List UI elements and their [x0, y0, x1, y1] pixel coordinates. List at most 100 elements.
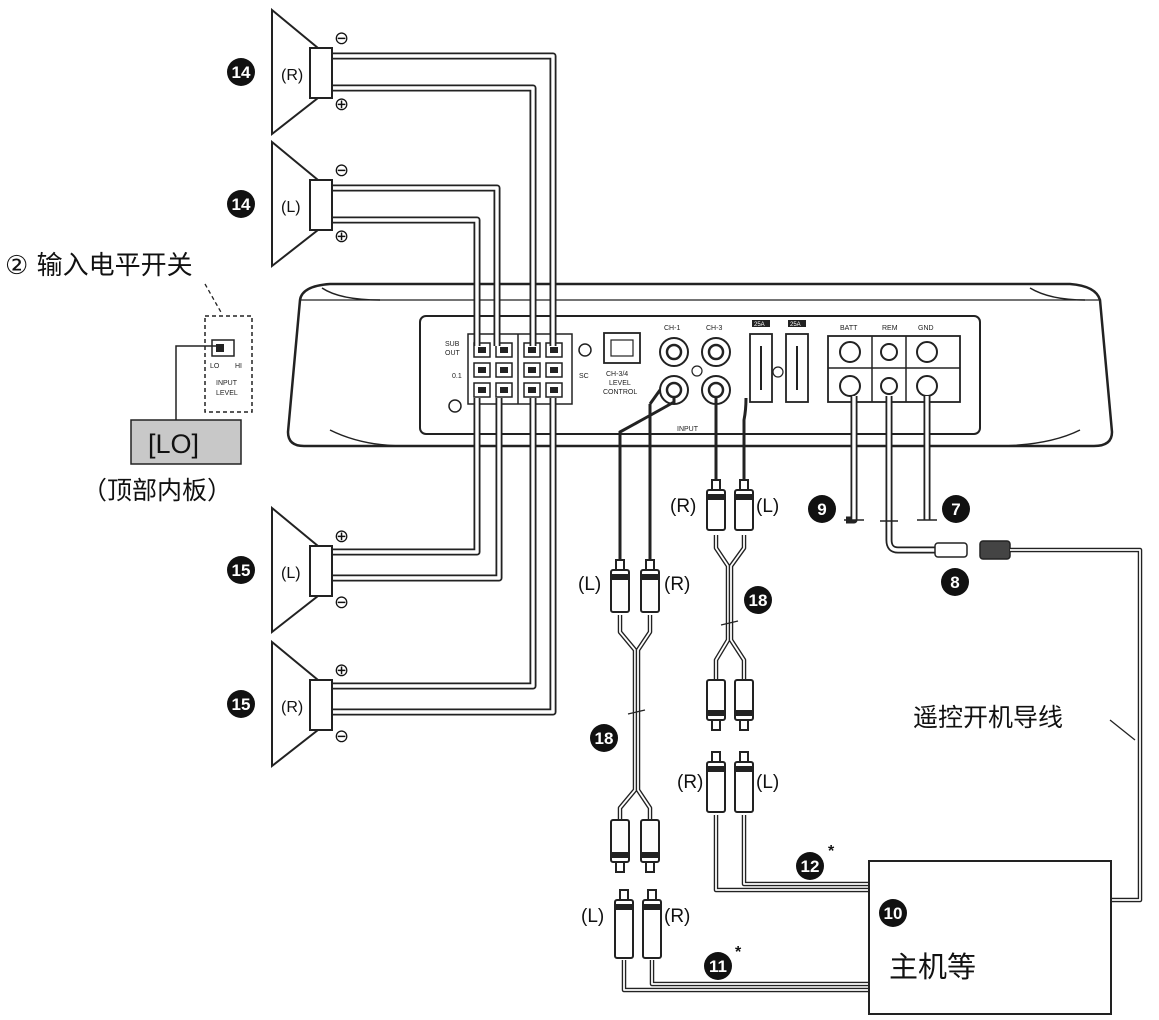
- rca-plug[interactable]: [734, 479, 754, 531]
- callout-n18a: 18: [744, 586, 772, 614]
- callout-n18b: 18: [590, 724, 618, 752]
- speaker-number: 14: [232, 63, 251, 82]
- svg-text:18: 18: [595, 729, 614, 748]
- speaker-2: (L)⊖⊕14: [227, 139, 349, 269]
- svg-text:(L): (L): [756, 772, 779, 793]
- fuse-1[interactable]: [749, 333, 773, 403]
- svg-text:18: 18: [749, 591, 768, 610]
- rca-plug[interactable]: [610, 819, 630, 873]
- svg-text:BATT: BATT: [840, 325, 858, 332]
- svg-text:(R): (R): [670, 496, 696, 517]
- top-inner-panel-label: （顶部内板）: [82, 476, 232, 505]
- rca-cables: [617, 389, 870, 993]
- rca-plug[interactable]: [734, 679, 754, 731]
- polarity-sign: ⊖: [334, 592, 349, 612]
- asterisk-mark: *: [735, 944, 742, 961]
- svg-text:HI: HI: [235, 363, 242, 370]
- svg-text:10: 10: [884, 904, 903, 923]
- svg-text:(L): (L): [756, 496, 779, 517]
- screw-slot: [500, 347, 508, 353]
- rca-plug[interactable]: [706, 751, 726, 813]
- rca-jack-ch3[interactable]: [701, 337, 731, 367]
- callout-n10: 10: [879, 899, 907, 927]
- input-level-switch-callout: ② 输入电平开关 LO HI INPUT LEVEL [LO] （顶部内板）: [5, 251, 253, 505]
- svg-text:(R): (R): [677, 772, 703, 793]
- batt-terminal[interactable]: [839, 341, 861, 397]
- ch34-level-control[interactable]: CH-3/4 LEVEL CONTROL: [603, 332, 641, 396]
- screw-slot: [478, 347, 486, 353]
- rca-plug[interactable]: [610, 559, 630, 613]
- screw-slot: [478, 387, 486, 393]
- speakers: (R)⊖⊕14(L)⊖⊕14(L)⊕⊖15(R)⊕⊖15: [227, 7, 349, 769]
- rca-input-jacks: CH-1 CH-3 INPUT: [659, 325, 731, 433]
- svg-text:CH-1: CH-1: [664, 325, 680, 332]
- speaker-number-badge: [227, 58, 255, 86]
- svg-text:LEVEL: LEVEL: [609, 380, 631, 387]
- svg-text:OUT: OUT: [445, 350, 461, 357]
- svg-text:11: 11: [709, 957, 727, 976]
- screw-slot: [550, 347, 558, 353]
- rca-plug[interactable]: [640, 819, 660, 873]
- remote-lead-label: 遥控开机导线: [913, 703, 1063, 732]
- polarity-sign: ⊕: [334, 226, 349, 246]
- rca-plug[interactable]: [706, 479, 726, 531]
- fuse-2[interactable]: [785, 333, 809, 403]
- rem-terminal[interactable]: [880, 343, 898, 395]
- svg-text:(L): (L): [578, 574, 601, 595]
- svg-text:INPUT: INPUT: [216, 380, 238, 387]
- screw-slot: [500, 367, 508, 373]
- input-switch-title: ② 输入电平开关: [5, 251, 193, 281]
- rca-jack-ch4[interactable]: [701, 375, 731, 405]
- svg-text:25A: 25A: [790, 322, 801, 328]
- svg-text:SC: SC: [579, 373, 589, 380]
- polarity-sign: ⊕: [334, 660, 349, 680]
- svg-text:CONTROL: CONTROL: [603, 389, 637, 396]
- speaker-number: 14: [232, 195, 251, 214]
- svg-text:9: 9: [817, 500, 826, 519]
- polarity-sign: ⊕: [334, 94, 349, 114]
- svg-text:8: 8: [950, 573, 959, 592]
- rca-plug[interactable]: [640, 559, 660, 613]
- power-terminals: BATT REM GND: [827, 325, 961, 403]
- speaker-side-label: (L): [281, 199, 301, 216]
- speaker-number: 15: [232, 561, 251, 580]
- input-level-switch[interactable]: [211, 339, 235, 357]
- number-callouts: 9 7 8 18 18 12 11 10 * *: [590, 495, 970, 980]
- callout-n8: 8: [941, 568, 969, 596]
- head-unit: 主机等: [868, 860, 1112, 1015]
- polarity-sign: ⊖: [334, 28, 349, 48]
- rca-jack-ch1[interactable]: [659, 337, 689, 367]
- svg-text:12: 12: [801, 857, 820, 876]
- sub-out-label: SUB: [445, 341, 460, 348]
- screw-slot: [478, 367, 486, 373]
- screw-slot: [528, 387, 536, 393]
- rca-jack-ch2[interactable]: [659, 375, 689, 405]
- screw-slot: [500, 387, 508, 393]
- rem-connector[interactable]: [934, 540, 1011, 560]
- callout-n9: 9: [808, 495, 836, 523]
- svg-text:LO: LO: [210, 363, 220, 370]
- polarity-sign: ⊖: [334, 726, 349, 746]
- rca-plug[interactable]: [614, 889, 634, 959]
- svg-text:CH-3: CH-3: [706, 325, 722, 332]
- speaker-3: (L)⊕⊖15: [227, 505, 349, 635]
- speaker-side-label: (R): [281, 699, 303, 716]
- fuses: 25A 25A: [749, 320, 809, 403]
- svg-text:0.1: 0.1: [452, 373, 462, 380]
- screw-slot: [528, 347, 536, 353]
- svg-text:REM: REM: [882, 325, 898, 332]
- svg-text:LEVEL: LEVEL: [216, 390, 238, 397]
- screw-slot: [528, 367, 536, 373]
- screw-slot: [550, 367, 558, 373]
- rca-plug[interactable]: [706, 679, 726, 731]
- rca-plug[interactable]: [642, 889, 662, 959]
- svg-text:7: 7: [951, 500, 960, 519]
- svg-text:GND: GND: [918, 325, 934, 332]
- amplifier-body: [286, 282, 1114, 448]
- speaker-wires: [332, 52, 557, 716]
- rca-plugs: [610, 479, 754, 959]
- screw-slot: [550, 387, 558, 393]
- asterisk-mark: *: [828, 843, 835, 860]
- speaker-side-label: (R): [281, 67, 303, 84]
- rca-plug[interactable]: [734, 751, 754, 813]
